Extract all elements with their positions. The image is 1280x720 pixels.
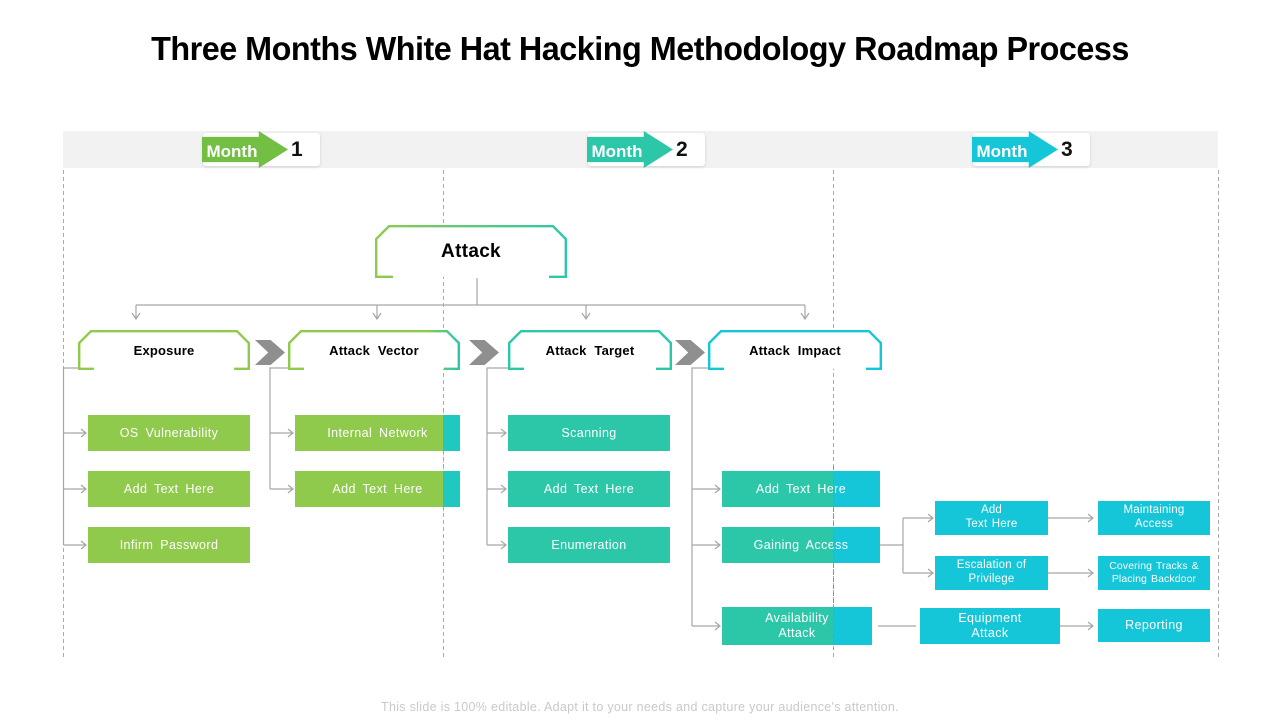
node-add-text-here: Add Text Here bbox=[508, 471, 670, 507]
category-label: Exposure bbox=[133, 342, 195, 358]
month-number: 2 bbox=[676, 138, 688, 161]
category-attack-impact: Attack Impact bbox=[708, 330, 882, 370]
category-label: Attack Vector bbox=[329, 342, 419, 358]
bracket-border bbox=[375, 225, 567, 278]
month-2-tab: Month 2 bbox=[587, 131, 705, 168]
footer-caption: This slide is 100% editable. Adapt it to… bbox=[381, 700, 899, 714]
slide-title: Three Months White Hat Hacking Methodolo… bbox=[151, 30, 1129, 67]
node-escalation-of-privilege: Escalation of Privilege bbox=[935, 556, 1048, 590]
month-label: Month bbox=[206, 142, 258, 161]
node-infirm-password: Infirm Password bbox=[88, 527, 250, 563]
month-number: 1 bbox=[291, 138, 303, 161]
node-reporting: Reporting bbox=[1098, 609, 1210, 642]
node-enumeration: Enumeration bbox=[508, 527, 670, 563]
node-os-vulnerability: OS Vulnerability bbox=[88, 415, 250, 451]
node-internal-network: Internal Network bbox=[295, 415, 460, 451]
category-label: Attack Target bbox=[545, 342, 635, 358]
attack-root-node: Attack bbox=[375, 225, 567, 278]
node-add-text-here: Add Text Here bbox=[935, 501, 1048, 535]
category-exposure: Exposure bbox=[78, 330, 250, 370]
node-add-text-here: Add Text Here bbox=[88, 471, 250, 507]
node-equipment-attack: Equipment Attack bbox=[920, 608, 1060, 644]
node-availability-attack: Availability Attack bbox=[722, 607, 872, 645]
category-label: Attack Impact bbox=[749, 342, 841, 358]
category-attack-vector: Attack Vector bbox=[288, 330, 460, 370]
node-add-text-here: Add Text Here bbox=[722, 471, 880, 507]
month-3-tab: Month 3 bbox=[972, 131, 1090, 168]
month-1-tab: Month 1 bbox=[202, 131, 320, 168]
month-label: Month bbox=[591, 142, 643, 161]
category-attack-target: Attack Target bbox=[508, 330, 672, 370]
month-number: 3 bbox=[1061, 138, 1073, 161]
month-label: Month bbox=[976, 142, 1028, 161]
attack-root-label: Attack bbox=[441, 240, 501, 262]
node-covering-tracks: Covering Tracks & Placing Backdoor bbox=[1098, 556, 1210, 590]
node-scanning: Scanning bbox=[508, 415, 670, 451]
node-maintaining-access: Maintaining Access bbox=[1098, 501, 1210, 535]
node-add-text-here: Add Text Here bbox=[295, 471, 460, 507]
node-gaining-access: Gaining Access bbox=[722, 527, 880, 563]
